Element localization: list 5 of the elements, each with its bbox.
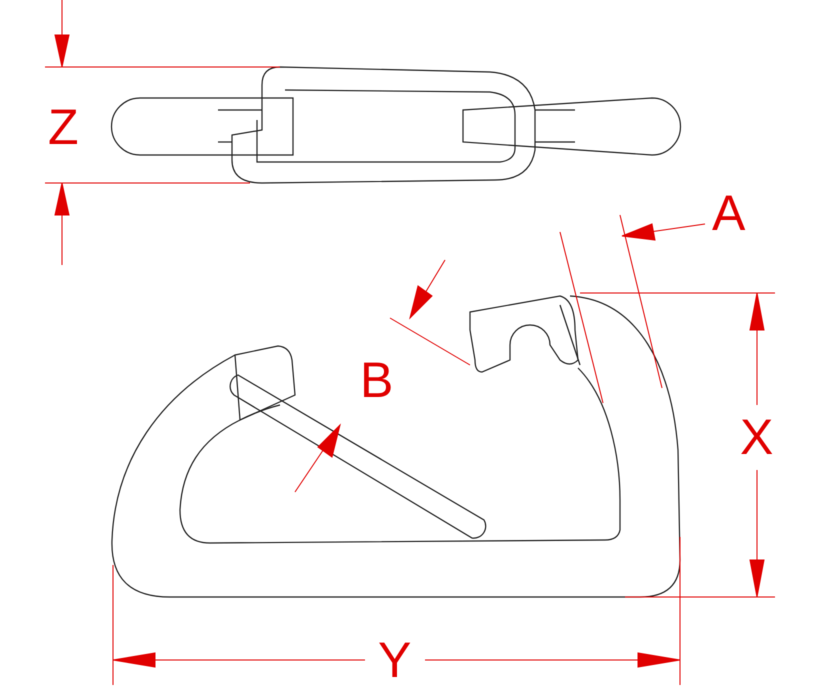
dimension-label: A [712, 188, 746, 238]
dimension-label: Y [378, 635, 412, 685]
dimension-label: X [740, 412, 774, 462]
dimension-label: B [360, 355, 394, 405]
dimension-label: Z [48, 102, 79, 152]
